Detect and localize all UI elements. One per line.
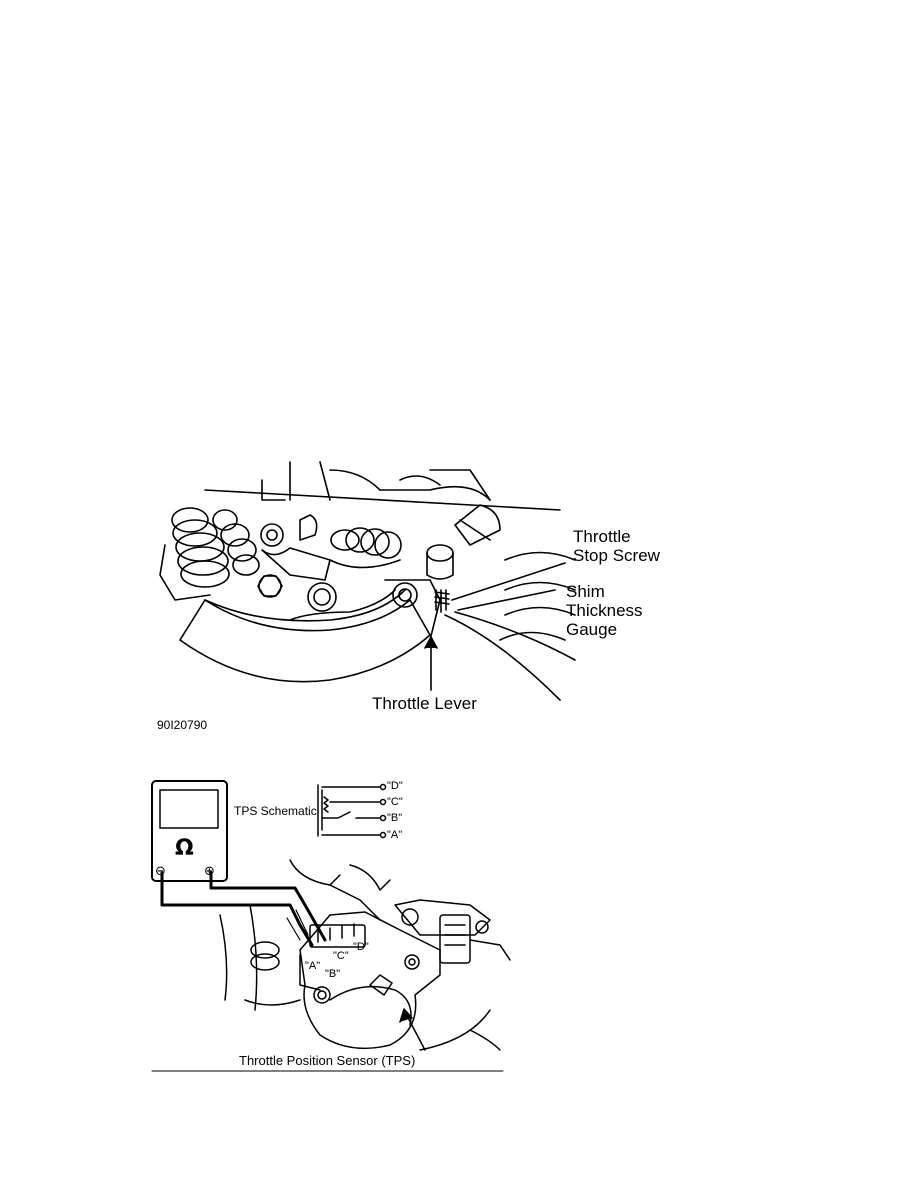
connector-terminal-b: "B" (325, 968, 341, 980)
figure-throttle-stop: Throttle Stop Screw Shim Thickness Gauge… (157, 461, 660, 732)
label-line: Throttle (573, 527, 631, 546)
connector-terminal-d: "D" (353, 941, 369, 953)
figure-tps-test: Ω ⊖ ⊕ TPS Schematic "D" "C" "B" "A" "A" … (0, 740, 918, 1080)
connector-terminal-c: "C" (333, 950, 349, 962)
ohm-symbol: Ω (175, 836, 194, 861)
label-throttle-stop-screw: Throttle Stop Screw (573, 527, 660, 565)
label-line: Thickness (566, 601, 643, 620)
throttle-body-drawing (159, 461, 576, 701)
label-shim-thickness-gauge: Shim Thickness Gauge (566, 582, 643, 639)
figure-code: 90I20790 (157, 718, 208, 732)
test-lead-positive (209, 871, 327, 942)
throttle-stop-screw (426, 544, 454, 613)
label-throttle-lever: Throttle Lever (372, 694, 477, 713)
connector-terminal-a: "A" (305, 960, 321, 972)
negative-terminal-icon: ⊖ (155, 864, 166, 879)
shim-gauge-blade (444, 611, 576, 701)
positive-terminal-icon: ⊕ (204, 864, 215, 879)
tps-drawing (151, 780, 511, 1072)
tps-schematic-symbol (317, 783, 387, 839)
label-line: Stop Screw (573, 546, 660, 565)
ohmmeter-display (159, 789, 219, 829)
schematic-terminal-b: "B" (387, 812, 403, 824)
tps-caption: Throttle Position Sensor (TPS) (239, 1053, 416, 1068)
throttle-lever-sector (179, 599, 431, 683)
spring-right (329, 527, 402, 569)
schematic-terminal-c: "C" (387, 796, 403, 808)
tps-sensor (299, 911, 441, 1050)
test-lead-negative (160, 871, 314, 947)
spring-left (159, 507, 260, 601)
label-line: Shim (566, 582, 605, 601)
schematic-title: TPS Schematic (234, 804, 317, 818)
label-line: Gauge (566, 620, 618, 639)
schematic-terminal-d: "D" (387, 780, 403, 792)
schematic-terminal-a: "A" (387, 829, 403, 841)
ohmmeter-body (151, 780, 228, 882)
